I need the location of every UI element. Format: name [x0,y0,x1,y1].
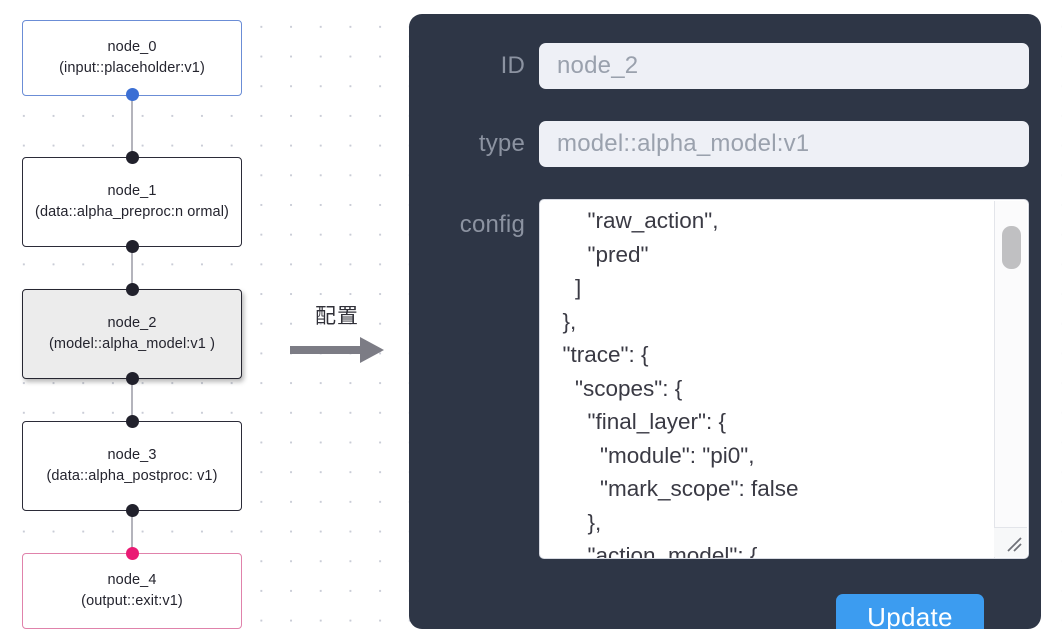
config-textarea[interactable] [540,200,1028,558]
port-node_1-in[interactable] [125,151,139,164]
config-scrollbar-thumb[interactable] [1002,226,1021,269]
graph-node-node_2[interactable]: node_2 (model::alpha_model:v1 ) [22,289,242,379]
node-title: node_2 [107,315,157,331]
node-subtitle: (data::alpha_preproc:n ormal) [35,204,229,220]
node-title: node_0 [107,39,157,55]
node-title: node_4 [107,572,157,588]
field-row-config: config [421,199,1029,559]
field-row-type: type [421,121,1029,167]
node-title: node_1 [107,183,157,199]
port-node_1-out[interactable] [125,240,139,253]
arrow-label: 配置 [315,304,359,328]
config-textarea-wrapper [539,199,1029,559]
port-node_4-in[interactable] [125,547,139,560]
port-node_0-out[interactable] [125,88,139,101]
config-arrow-annotation: 配置 [288,300,388,366]
config-label: config [459,211,525,238]
node-subtitle: (model::alpha_model:v1 ) [48,336,215,352]
config-scrollbar[interactable] [994,201,1027,558]
graph-node-node_1[interactable]: node_1 (data::alpha_preproc:n ormal) [22,157,242,247]
port-node_2-in[interactable] [125,283,139,296]
update-button[interactable]: Update [836,594,984,629]
graph-node-node_3[interactable]: node_3 (data::alpha_postproc: v1) [22,421,242,511]
port-node_2-out[interactable] [125,372,139,385]
graph-node-node_0[interactable]: node_0 (input::placeholder:v1) [22,20,242,96]
graph-canvas[interactable]: node_0 (input::placeholder:v1) node_1 (d… [0,0,400,643]
edge-node1-node2 [131,245,134,291]
node-config-panel: ID type config Update [409,14,1041,629]
graph-node-node_4[interactable]: node_4 (output::exit:v1) [22,553,242,629]
type-label: type [478,130,525,157]
type-input[interactable] [539,121,1029,167]
node-subtitle: (output::exit:v1) [81,593,183,609]
arrow-right-icon [290,337,384,363]
edge-node3-node4 [131,509,134,555]
id-label: ID [500,52,525,79]
port-node_3-out[interactable] [125,504,139,517]
node-subtitle: (input::placeholder:v1) [59,60,205,76]
node-title: node_3 [107,447,157,463]
edge-node0-node1 [131,94,134,159]
edge-node2-node3 [131,377,134,423]
id-input[interactable] [539,43,1029,89]
port-node_3-in[interactable] [125,415,139,428]
node-subtitle: (data::alpha_postproc: v1) [46,468,218,484]
field-row-id: ID [421,43,1029,89]
textarea-resize-handle-icon[interactable] [994,527,1027,557]
